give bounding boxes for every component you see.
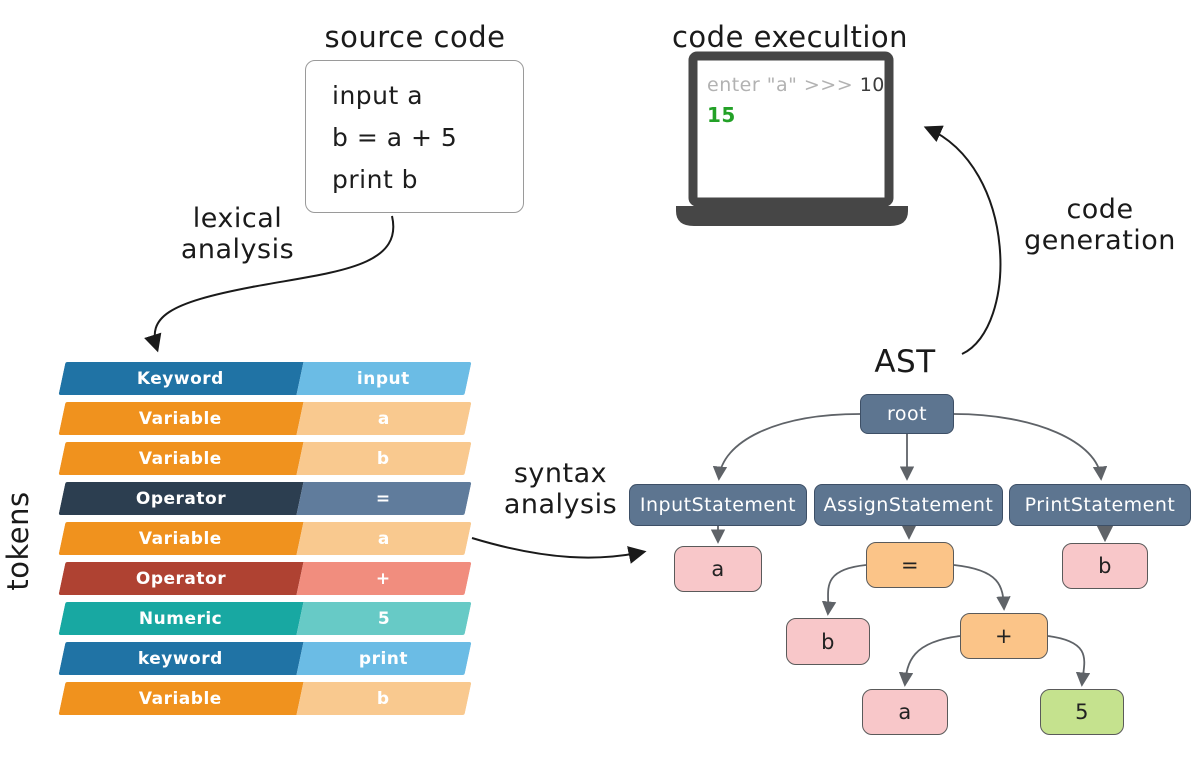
terminal-screen: enter "a" >>> 10 15 (707, 74, 885, 127)
source-code-line: b = a + 5 (332, 123, 458, 152)
syntax-analysis-line2: analysis (503, 489, 618, 520)
ast-node-add-right-5: 5 (1040, 689, 1124, 735)
token-type: Variable (139, 528, 223, 549)
token-row-keyword-input: Keyword input (58, 362, 472, 395)
token-value: a (377, 408, 390, 429)
token-value: print (359, 648, 409, 669)
source-code-line: print b (332, 165, 419, 194)
code-execution-title: code execultion (671, 20, 909, 54)
tokens-axis-label: tokens (1, 491, 35, 591)
ast-node-root: root (860, 394, 954, 434)
token-row-variable-a: Variable a (58, 402, 472, 435)
ast-node-print-arg-b: b (1062, 543, 1148, 589)
ast-node-input-statement: InputStatement (629, 484, 807, 526)
token-value: 5 (377, 608, 390, 629)
token-type: Variable (139, 688, 223, 709)
token-row-operator-plus: Operator + (58, 562, 472, 595)
token-type: Operator (135, 488, 226, 509)
token-value: + (376, 568, 392, 589)
edge-eq-b (821, 564, 867, 616)
token-row-variable-a2: Variable a (58, 522, 472, 555)
ast-node-print-statement: PrintStatement (1009, 484, 1191, 526)
ast-node-input-arg-a: a (674, 546, 762, 592)
token-row-keyword-print: keyword print (58, 642, 472, 675)
terminal-output-value: 15 (707, 103, 736, 127)
lexical-analysis-line2: analysis (180, 234, 295, 265)
ast-node-assign-target-b: b (786, 618, 870, 665)
token-row-operator-assign: Operator = (58, 482, 472, 515)
ast-node-add-operator: + (960, 613, 1048, 659)
token-type: Operator (135, 568, 226, 589)
syntax-analysis-label: syntax analysis (473, 458, 648, 520)
token-table: Keyword input Variable a Variable b Oper… (58, 362, 472, 722)
source-code-line: input a (332, 81, 424, 110)
syntax-analysis-arrow (471, 537, 647, 564)
source-code-title: source code (324, 20, 506, 54)
ast-title: AST (874, 344, 936, 380)
token-row-variable-b2: Variable b (58, 682, 472, 715)
source-code-box: input a b = a + 5 print b (305, 60, 524, 213)
edge-root-input (712, 413, 861, 481)
token-value: b (377, 688, 391, 709)
edge-plus-a (898, 635, 961, 687)
terminal-prompt-line: enter "a" >>> 10 (707, 74, 885, 96)
edge-eq-plus (953, 564, 1011, 611)
token-type: Variable (139, 448, 223, 469)
token-type: Keyword (137, 368, 225, 389)
ast-node-assign-statement: AssignStatement (814, 484, 1003, 526)
lexical-analysis-line1: lexical (192, 203, 283, 234)
lexical-analysis-label: lexical analysis (150, 203, 325, 265)
terminal-prompt: enter "a" >>> (707, 74, 860, 96)
edge-root-print (953, 413, 1108, 481)
terminal-entered-value: 10 (859, 74, 885, 96)
syntax-analysis-line1: syntax (513, 458, 608, 489)
token-type: Variable (139, 408, 223, 429)
code-generation-arrow (923, 125, 1002, 355)
token-row-variable-b: Variable b (58, 442, 472, 475)
token-type: Numeric (139, 608, 223, 629)
edge-plus-five (1047, 635, 1091, 687)
token-row-numeric-5: Numeric 5 (58, 602, 472, 635)
token-type: keyword (138, 648, 224, 669)
ast-node-add-left-a: a (862, 689, 948, 735)
code-generation-line1: code (1066, 194, 1134, 225)
token-value: input (357, 368, 411, 389)
token-value: = (376, 488, 392, 509)
code-generation-line2: generation (1024, 225, 1176, 256)
token-value: b (377, 448, 391, 469)
code-generation-label: code generation (1005, 194, 1195, 256)
token-value: a (377, 528, 390, 549)
ast-node-assign-operator: = (866, 542, 954, 588)
